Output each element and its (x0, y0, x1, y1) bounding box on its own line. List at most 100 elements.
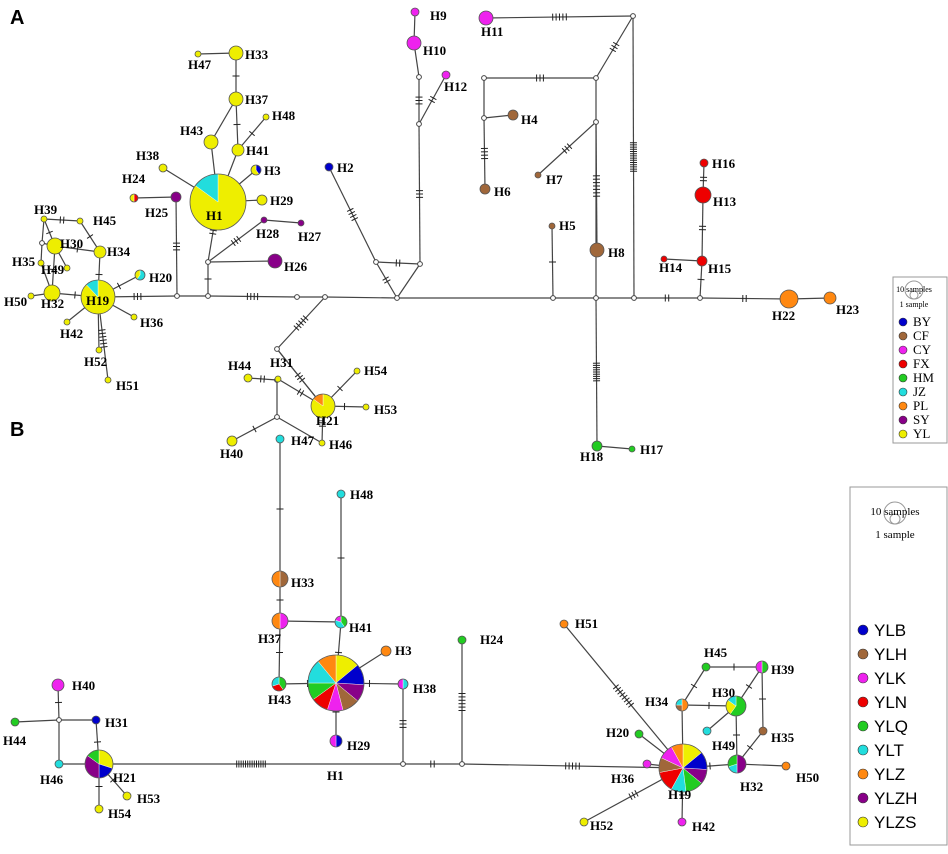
haplotype-label-h34: H34 (107, 244, 131, 259)
panel-b-nodes (10, 434, 791, 827)
mutation-tick (611, 44, 618, 50)
mutation-tick (100, 346, 108, 348)
legend-label-cf: CF (913, 328, 929, 343)
mutation-tick (430, 95, 437, 101)
haplotype-node-h16 (699, 158, 709, 168)
haplotype-label-h37: H37 (258, 631, 282, 646)
panel-a-nodes (27, 7, 837, 453)
haplotype-node-h18 (591, 440, 603, 452)
network-edge (418, 74, 447, 125)
legend-size-circle-small (889, 513, 901, 525)
haplotype-node-h31 (91, 715, 101, 725)
haplotype-label-h24: H24 (122, 171, 146, 186)
haplotype-label-h35: H35 (771, 730, 795, 745)
haplotype-label-h48: H48 (350, 487, 374, 502)
haplotype-label-h39: H39 (34, 202, 58, 217)
legend-size-label: 1 sample (900, 300, 929, 309)
haplotype-node-h45 (76, 217, 84, 225)
haplotype-label-h13: H13 (713, 194, 737, 209)
mutation-tick (252, 425, 257, 433)
legend-swatch-fx (898, 359, 908, 369)
haplotype-node-h38 (158, 163, 168, 173)
haplotype-label-h30: H30 (60, 236, 83, 251)
mutation-tick (98, 329, 106, 331)
haplotype-outline-h21 (310, 393, 336, 419)
haplotype-node-h49 (63, 264, 71, 272)
haplotype-label-h22: H22 (772, 308, 795, 323)
legend-swatch-hm (898, 373, 908, 383)
median-vector (593, 119, 599, 125)
legend-label-ylh: YLH (874, 645, 907, 664)
haplotype-node-h42 (677, 817, 687, 827)
haplotype-label-h47: H47 (188, 57, 212, 72)
haplotype-node-h30 (46, 237, 64, 255)
legend-swatch-ylzs (857, 816, 869, 828)
haplotype-node-h4 (507, 109, 519, 121)
haplotype-label-h2: H2 (337, 160, 354, 175)
haplotype-outline-h38 (397, 678, 409, 690)
haplotype-node-h11 (478, 10, 494, 26)
haplotype-slice-h24 (133, 193, 139, 203)
haplotype-node-h37 (228, 91, 244, 107)
legend-label-ylt: YLT (874, 741, 904, 760)
panel-b-edges (14, 439, 787, 823)
haplotype-outline-h20 (134, 269, 146, 281)
haplotype-label-h41: H41 (246, 143, 269, 158)
legend-swatch-yl (898, 429, 908, 439)
haplotype-label-h20: H20 (606, 725, 629, 740)
network-edge (207, 260, 276, 263)
haplotype-outline-h29 (329, 734, 343, 748)
haplotype-node-h40 (51, 678, 65, 692)
haplotype-node-h14 (660, 255, 668, 263)
legend-swatch-ylk (857, 672, 869, 684)
haplotype-node-h53 (122, 791, 132, 801)
haplotype-label-h44: H44 (228, 358, 252, 373)
median-vector (697, 295, 703, 301)
mutation-tick (76, 245, 79, 253)
haplotype-outline-h34 (675, 698, 689, 712)
network-edge (43, 218, 81, 222)
haplotype-label-h17: H17 (640, 442, 664, 457)
haplotype-slice-h29 (335, 734, 343, 748)
haplotype-node-h50 (781, 761, 791, 771)
haplotype-node-h48 (336, 489, 346, 499)
mutation-tick (709, 762, 711, 770)
haplotype-label-h36: H36 (140, 315, 164, 330)
median-vector (416, 121, 422, 127)
haplotype-label-h51: H51 (575, 616, 598, 631)
median-vector (322, 294, 328, 300)
median-vector (481, 115, 487, 121)
median-vector (39, 240, 45, 246)
mutation-tick (230, 239, 236, 247)
legend-swatch-ylh (857, 648, 869, 660)
mutation-tick (609, 47, 617, 53)
haplotype-node-h54 (353, 367, 361, 375)
haplotype-node-h13 (694, 186, 712, 204)
median-vector (294, 294, 300, 300)
legend-label-pl: PL (913, 398, 928, 413)
haplotype-label-h25: H25 (145, 205, 169, 220)
legend-label-cy: CY (913, 342, 932, 357)
haplotype-node-h25 (170, 191, 182, 203)
legend-swatch-sy (898, 415, 908, 425)
haplotype-label-h52: H52 (84, 354, 107, 369)
haplotype-slice-h38 (402, 678, 409, 690)
legend-swatch-ylq (857, 720, 869, 732)
haplotype-node-h5 (548, 222, 556, 230)
haplotype-label-h32: H32 (41, 296, 64, 311)
haplotype-node-h27 (297, 219, 305, 227)
haplotype-label-h10: H10 (423, 43, 446, 58)
network-edge (563, 623, 684, 769)
median-vector (174, 293, 180, 299)
haplotype-slice-h32 (736, 754, 747, 774)
haplotype-label-h18: H18 (580, 449, 604, 464)
haplotype-outline-h1 (189, 173, 247, 231)
haplotype-node-h36 (130, 313, 138, 321)
haplotype-label-h29: H29 (270, 193, 294, 208)
haplotype-label-h49: H49 (712, 738, 736, 753)
mutation-tick (564, 145, 570, 152)
legend-label-hm: HM (913, 370, 934, 385)
